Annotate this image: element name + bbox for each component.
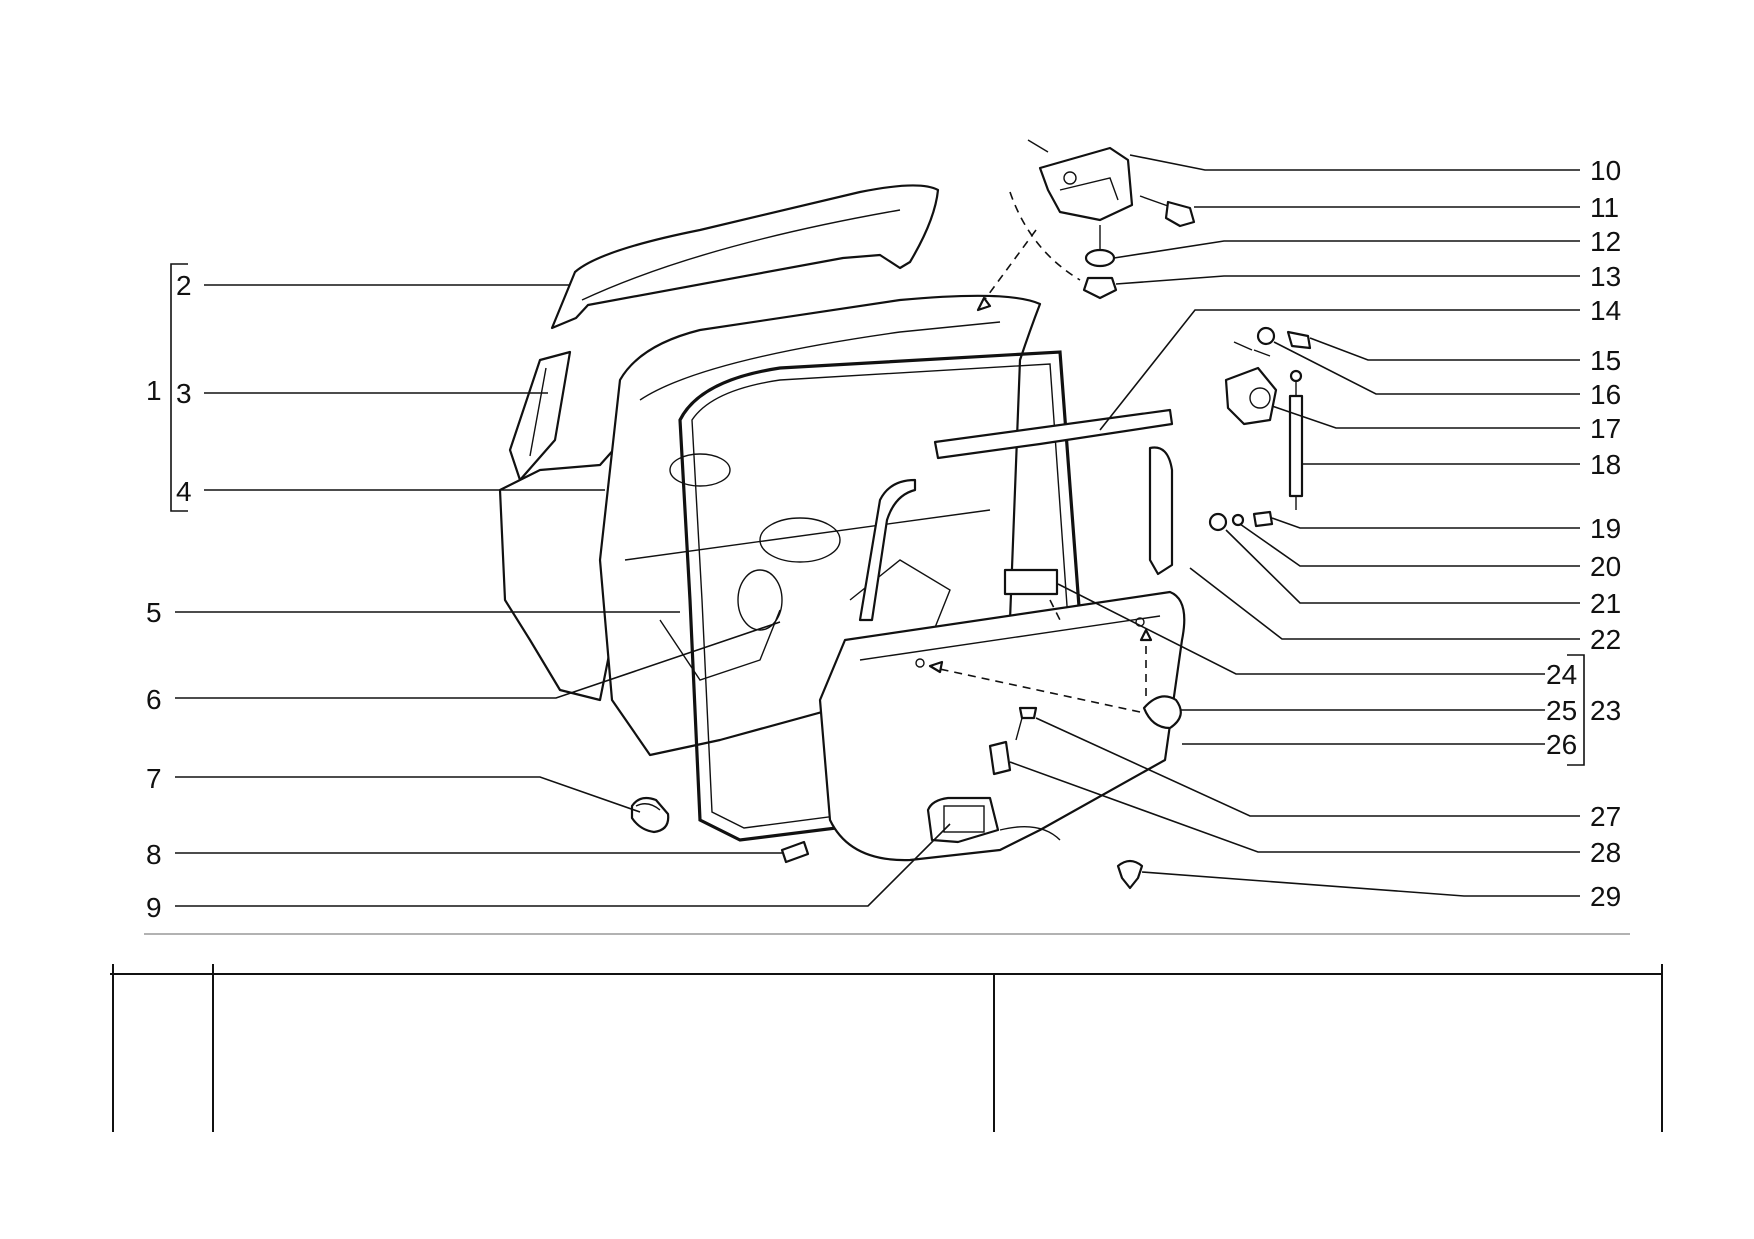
callout-29: 29 [1590,881,1621,912]
group-bracket-23 [1567,654,1585,766]
callout-7: 7 [146,763,162,794]
part-24-clip [1003,568,1059,596]
part-11-bolt [1164,200,1196,228]
part-22-side-trim [1148,446,1174,576]
callout-5: 5 [146,597,162,628]
part-29-push-clip [1116,859,1144,890]
group-bracket-1 [170,263,188,512]
part-17-bracket [1224,366,1278,426]
part-25-plug [1142,695,1182,730]
callout-26: 26 [1546,729,1577,760]
callout-8: 8 [146,839,162,870]
part-3-pillar-trim [508,350,572,482]
callout-25: 25 [1546,695,1577,726]
part-9-handle [926,796,1000,844]
part-20-washer [1231,513,1245,527]
callout-20: 20 [1590,551,1621,582]
callout-15: 15 [1590,345,1621,376]
callout-12: 12 [1590,226,1621,257]
part-12-washer [1084,248,1116,268]
part-14-top-strip [933,408,1174,460]
parts-drawing [498,139,1312,890]
callout-6: 6 [146,684,162,715]
callout-3: 3 [176,378,192,409]
callout-1: 1 [146,375,162,406]
callout-16: 16 [1590,379,1621,410]
part-19-ball-stud [1252,510,1274,528]
part-13-nut [1082,276,1118,300]
callout-2: 2 [176,270,192,301]
callout-17: 17 [1590,413,1621,444]
part-18-gas-strut [1288,394,1304,498]
callout-10: 10 [1590,155,1621,186]
callout-11: 11 [1590,192,1619,223]
callout-22: 22 [1590,624,1621,655]
part-16-washer [1256,326,1276,346]
part-21-washer [1208,512,1228,532]
callout-21: 21 [1590,588,1621,619]
callout-28: 28 [1590,837,1621,868]
callout-9: 9 [146,892,162,923]
callout-24: 24 [1546,659,1577,690]
leader-lines [175,154,1580,907]
callout-4: 4 [176,476,192,507]
parts-table [110,964,1663,1132]
part-15-screw [1286,330,1312,350]
callout-18: 18 [1590,449,1621,480]
callout-13: 13 [1590,261,1621,292]
callout-14: 14 [1590,295,1621,326]
part-7-bump-stop [630,796,670,834]
part-8-pin [780,840,810,864]
callout-labels: 1 2 3 4 5 6 7 8 9 10 11 12 13 14 15 16 1… [146,155,1621,923]
callout-27: 27 [1590,801,1621,832]
callout-19: 19 [1590,513,1621,544]
part-28-clip [988,740,1012,776]
callout-23: 23 [1590,695,1621,726]
part-27-screw [1018,706,1038,720]
